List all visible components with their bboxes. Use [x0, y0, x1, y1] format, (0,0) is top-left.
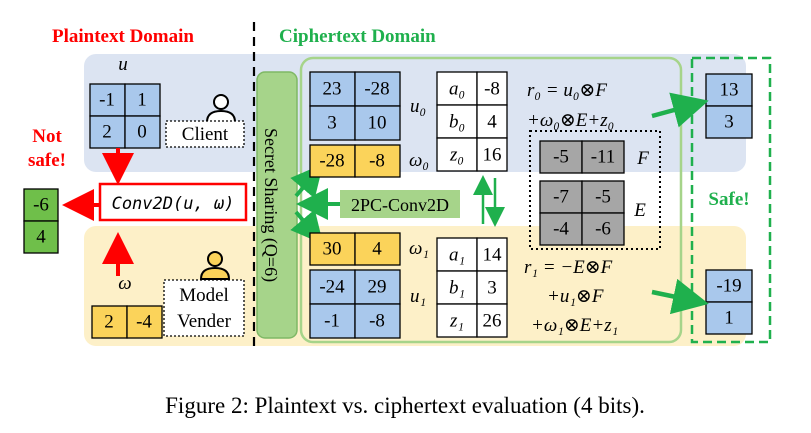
secret-sharing-label: Secret Sharing (Q=6) — [260, 128, 281, 282]
w0-matrix: -28 -8 — [309, 144, 401, 178]
F-cell: -11 — [591, 147, 616, 168]
u1-symbol: u₁ — [410, 286, 426, 307]
person-icon — [199, 251, 231, 280]
plaintext-domain-title: Plaintext Domain — [52, 26, 194, 47]
result-cell: -6 — [33, 195, 49, 216]
client-label: Client — [182, 124, 229, 145]
u0-cell: -28 — [364, 79, 389, 100]
w1-matrix: 30 4 — [309, 232, 401, 266]
model-label-line1: Model — [179, 285, 229, 306]
F-symbol: F — [636, 148, 649, 169]
result-matrix: -6 4 — [23, 188, 59, 254]
u-symbol: u — [118, 54, 128, 75]
conv2d-box — [98, 182, 248, 222]
triple-1-value: 14 — [483, 245, 503, 266]
F-matrix: -5 -11 — [539, 140, 625, 174]
u-cell: 2 — [102, 122, 112, 143]
u0-matrix: 23 -28 3 10 — [309, 71, 401, 141]
u0-symbol: u₀ — [410, 96, 426, 117]
client-label-box — [165, 120, 245, 148]
omega-matrix: 2 -4 — [91, 305, 163, 339]
triple-1-symbol: z₁ — [449, 311, 464, 332]
triple-1-value: 3 — [487, 278, 497, 299]
u1-cell: -24 — [319, 277, 345, 298]
E-matrix: -7 -5 -4 -6 — [539, 180, 625, 246]
E-cell: -7 — [553, 187, 569, 208]
twopc-conv2d-label: 2PC-Conv2D — [351, 195, 449, 215]
ciphertext-domain-title: Ciphertext Domain — [279, 26, 436, 47]
r1-output-cell: -19 — [716, 276, 741, 297]
twopc-conv2d-box — [340, 190, 460, 218]
r1-equation-line1: r₁ = −E⊗F — [524, 257, 613, 278]
u0-cell: 23 — [323, 79, 342, 100]
r0-equation-line2: +ω₀⊗E+z₀ — [527, 110, 614, 131]
not-safe-line1: Not — [32, 126, 62, 147]
r1-output-matrix: -19 1 — [705, 269, 753, 335]
u1-cell: -1 — [324, 311, 340, 332]
E-cell: -4 — [553, 219, 569, 240]
public-values-box — [529, 130, 661, 250]
omega-symbol: ω — [118, 273, 131, 294]
arrow-to-r0 — [651, 92, 709, 128]
u0-cell: 10 — [368, 113, 387, 134]
safe-output-box — [690, 56, 772, 344]
r1-equation-line2: +u₁⊗F — [547, 286, 604, 307]
triple-0-value: -8 — [484, 79, 500, 100]
triple-0-symbol: a₀ — [449, 79, 465, 100]
w1-symbol: ω₁ — [409, 238, 429, 259]
r0-output-cell: 3 — [724, 112, 734, 133]
w0-cell: -8 — [369, 151, 385, 172]
E-symbol: E — [633, 200, 646, 221]
E-cell: -6 — [595, 219, 611, 240]
r1-equation-line3: +ω₁⊗E+z₁ — [531, 315, 618, 336]
u0-cell: 3 — [327, 113, 337, 134]
u1-cell: 29 — [368, 277, 387, 298]
u-matrix: -1 1 2 0 — [89, 83, 161, 149]
result-cell: 4 — [36, 227, 46, 248]
E-cell: -5 — [595, 187, 611, 208]
u-cell: -1 — [99, 90, 115, 111]
triple-1-symbol: b₁ — [449, 278, 465, 299]
r0-output-cell: 13 — [720, 80, 739, 101]
conv2d-label: Conv2D(u, ω) — [112, 194, 235, 214]
w0-symbol: ω₀ — [409, 150, 429, 171]
not-safe-line2: safe! — [28, 150, 66, 171]
model-region — [84, 226, 746, 346]
r0-equation-line1: r₀ = u₀⊗F — [527, 80, 607, 101]
triple-0-symbol: b₀ — [449, 112, 465, 133]
safe-label: Safe! — [708, 189, 749, 210]
u-cell: 1 — [137, 90, 147, 111]
u1-matrix: -24 29 -1 -8 — [309, 269, 401, 339]
model-label-box — [163, 279, 245, 337]
triple-0-value: 16 — [483, 145, 502, 166]
omega-cell: 2 — [104, 312, 114, 333]
u-cell: 0 — [137, 122, 147, 143]
u1-cell: -8 — [369, 311, 385, 332]
w0-cell: -28 — [319, 151, 344, 172]
triple-0-value: 4 — [487, 112, 497, 133]
model-label-line2: Vender — [177, 311, 231, 332]
omega-cell: -4 — [136, 312, 152, 333]
w1-cell: 4 — [372, 239, 382, 260]
triple-1-table: a₁ b₁ z₁ 14 3 26 — [436, 237, 508, 338]
person-icon — [205, 94, 237, 123]
F-cell: -5 — [553, 147, 569, 168]
triple-1-symbol: a₁ — [449, 245, 465, 266]
arrow-to-r1 — [651, 278, 709, 315]
r0-output-matrix: 13 3 — [705, 73, 753, 139]
figure-caption: Figure 2: Plaintext vs. ciphertext evalu… — [165, 393, 645, 418]
r1-output-cell: 1 — [724, 308, 734, 329]
w1-cell: 30 — [323, 239, 342, 260]
triple-1-value: 26 — [483, 311, 502, 332]
triple-0-table: a₀ b₀ z₀ -8 4 16 — [436, 71, 508, 172]
triple-0-symbol: z₀ — [449, 145, 464, 166]
